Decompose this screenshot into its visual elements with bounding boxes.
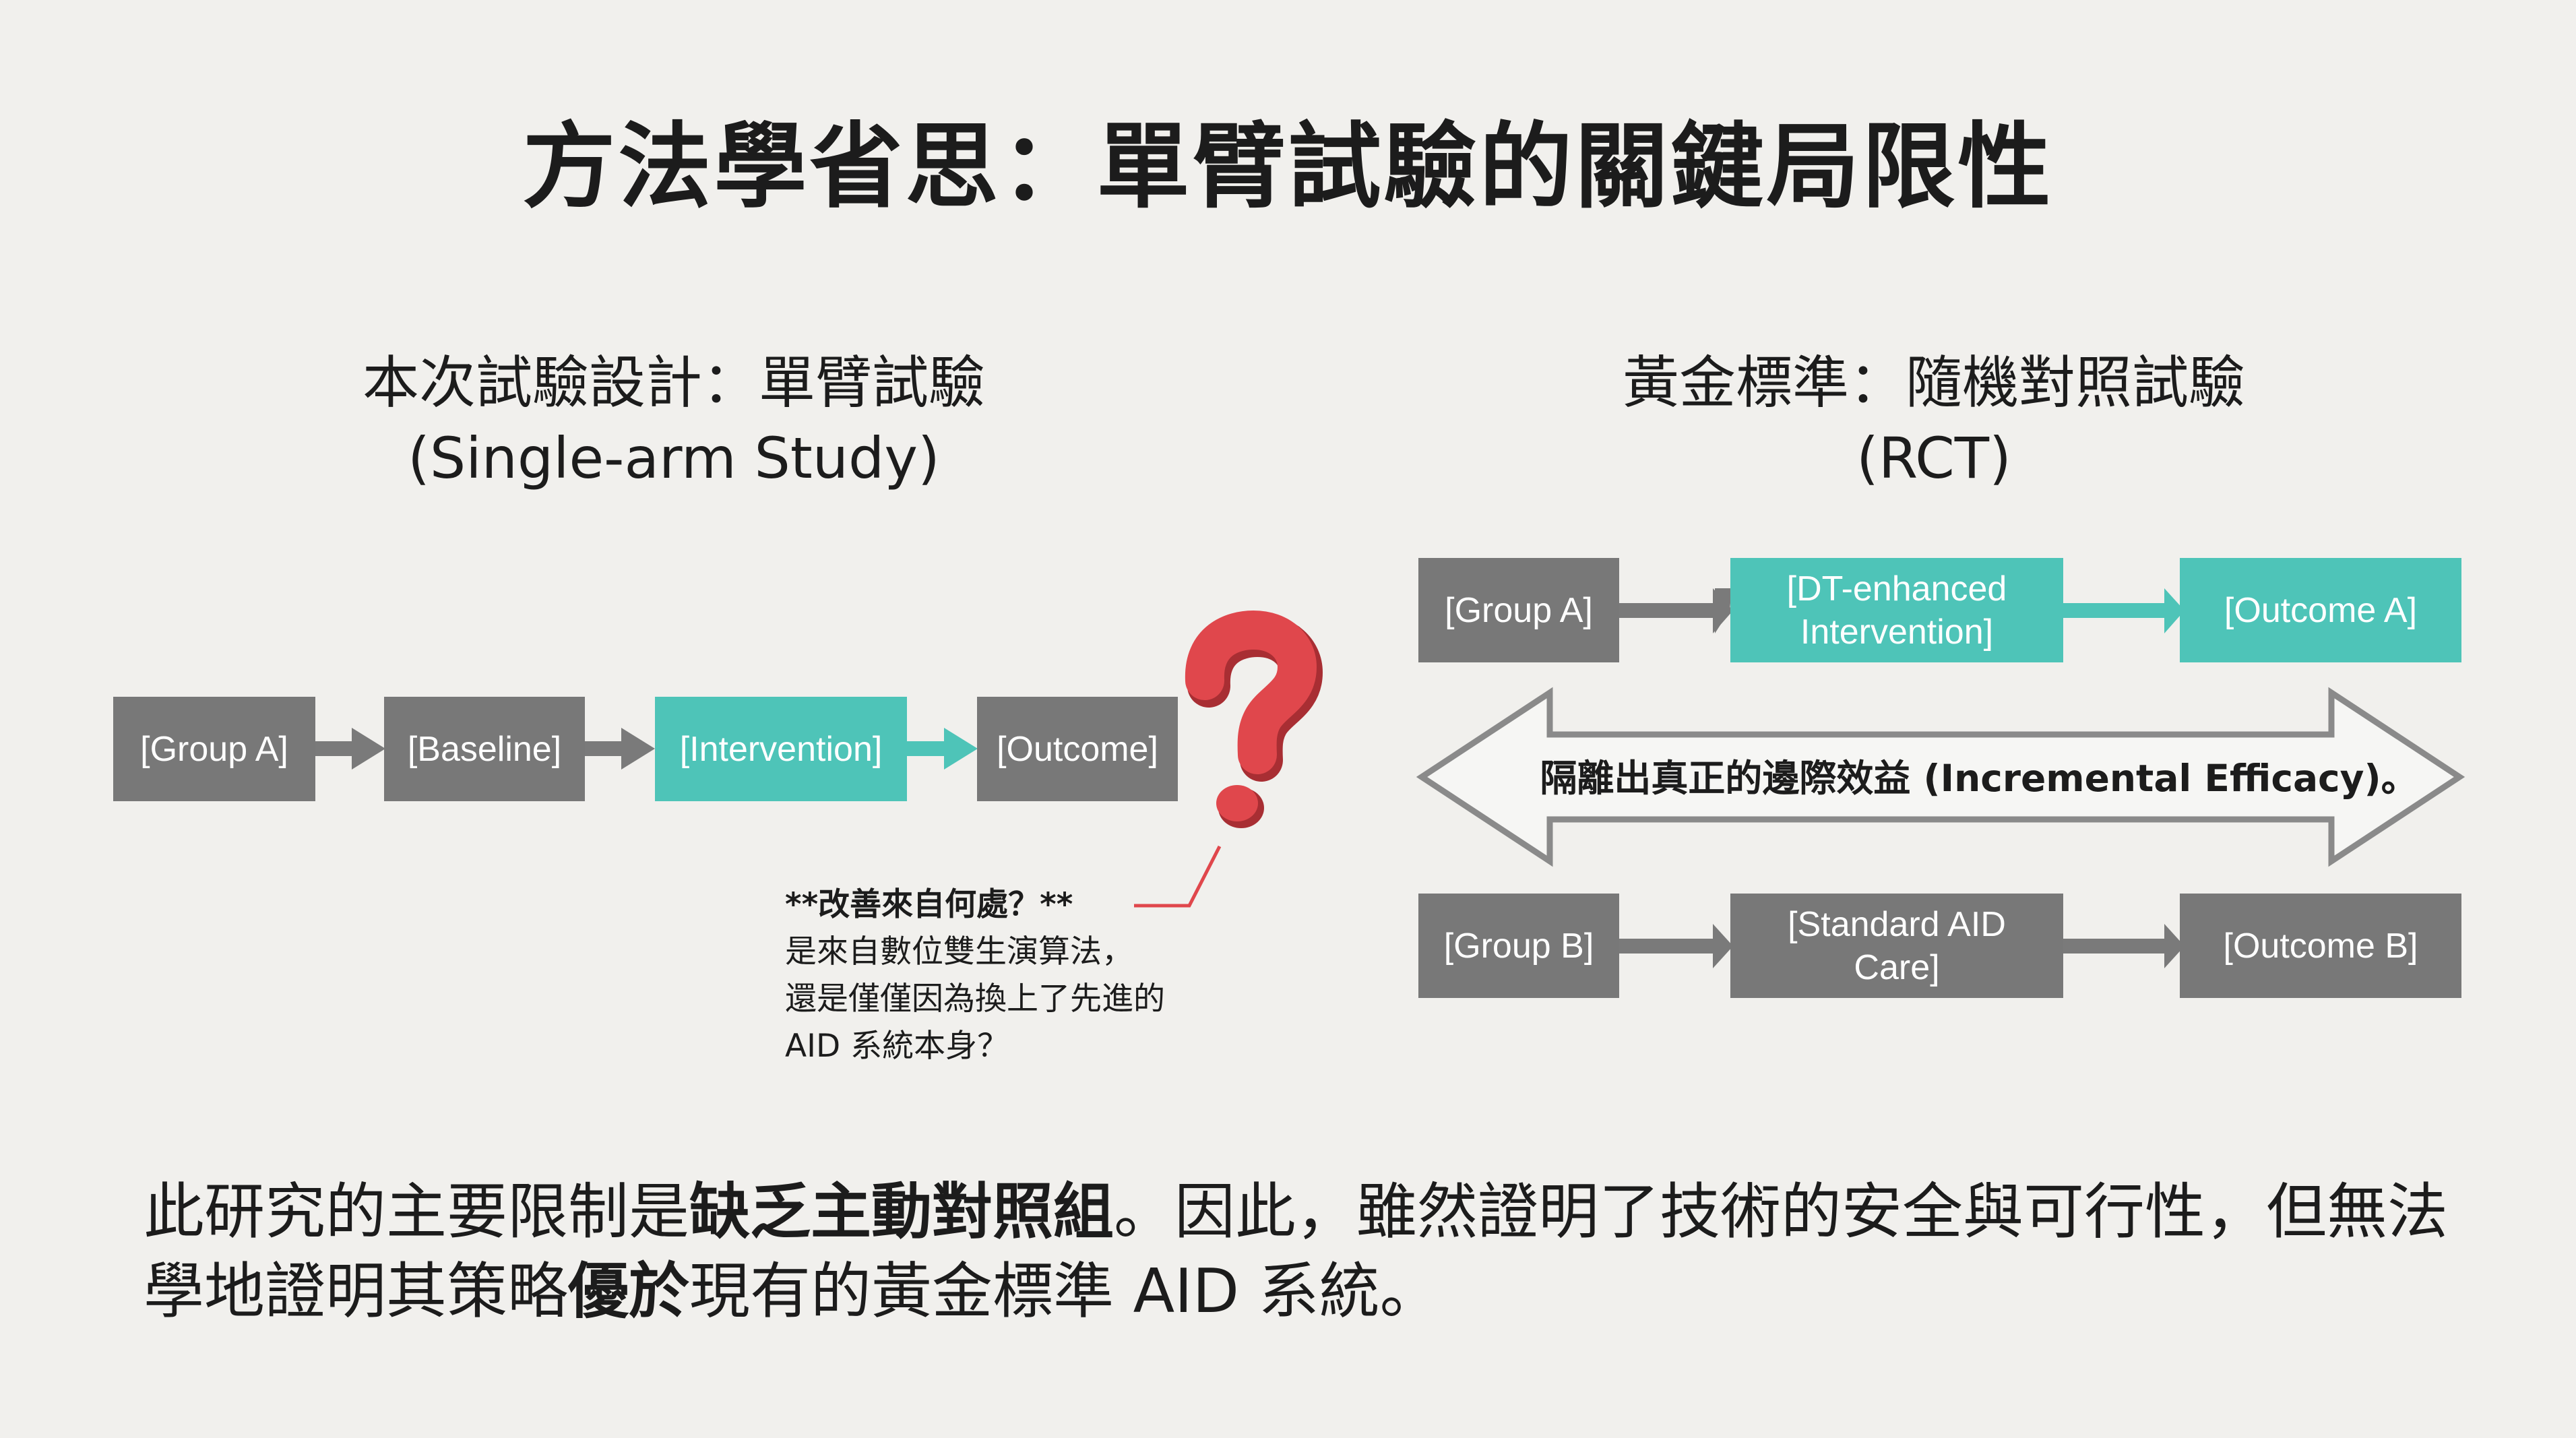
note-connector-line [1134, 845, 1222, 908]
rct-heading-line2: (RCT) [1856, 425, 2011, 491]
note-line-2: 還是僅僅因為換上了先進的 [785, 980, 1165, 1018]
right-arrow-icon [2062, 588, 2185, 633]
outcome-b-box: [Outcome B] [2180, 894, 2461, 998]
single-arm-heading-line2: (Single-arm Study) [408, 425, 940, 491]
standard-care-line2: Care] [1854, 947, 1940, 987]
conclusion-bold2: 優於 [568, 1256, 689, 1327]
outcome-a-box: [Outcome A] [2180, 558, 2461, 662]
page-title: 方法學省思：單臂試驗的關鍵局限性 [522, 113, 2054, 221]
double-arrow-icon [1416, 687, 2465, 867]
outcome-box: [Outcome] [977, 697, 1178, 801]
rct-heading: 黃金標準：隨機對照試驗 (RCT) [1530, 345, 2338, 496]
baseline-box: [Baseline] [384, 697, 585, 801]
note-line-1: 是來自數位雙生演算法， [785, 933, 1133, 970]
rct-heading-line1: 黃金標準：隨機對照試驗 [1622, 350, 2245, 416]
group-a-box: [Group A] [113, 697, 315, 801]
conclusion-part1: 此研究的主要限制是 [144, 1177, 689, 1247]
right-arrow-icon [2062, 924, 2185, 968]
standard-aid-care-box: [Standard AID Care] [1730, 894, 2063, 998]
right-arrow-icon [1619, 588, 1733, 633]
conclusion-part2: 。因此，雖然證明了技術的安全與可行性，但無法學地證明其策略 [144, 1177, 2448, 1327]
right-arrow-icon [584, 728, 655, 770]
dt-intervention-line2: Intervention] [1800, 612, 1994, 652]
single-arm-heading-line1: 本次試驗設計：單臂試驗 [362, 350, 985, 416]
right-arrow-icon [1619, 924, 1733, 968]
question-mark-icon [1185, 610, 1323, 828]
conclusion-text: 此研究的主要限制是缺乏主動對照組。因此，雖然證明了技術的安全與可行性，但無法學地… [144, 1173, 2502, 1332]
dt-intervention-line1: [DT-enhanced [1786, 569, 2007, 608]
right-arrow-icon [315, 728, 385, 770]
single-arm-heading: 本次試驗設計：單臂試驗 (Single-arm Study) [270, 345, 1078, 496]
intervention-box: [Intervention] [655, 697, 907, 801]
conclusion-part3: 現有的黃金標準 AID 系統。 [689, 1256, 1441, 1327]
note-line-3: AID 系統本身？ [785, 1028, 1009, 1065]
rct-group-b-box: [Group B] [1418, 894, 1619, 998]
question-note: **改善來自何處？** 是來自數位雙生演算法， 還是僅僅因為換上了先進的 AID… [785, 881, 1165, 1070]
dt-enhanced-intervention-box: [DT-enhanced Intervention] [1730, 558, 2063, 662]
incremental-efficacy-label: 隔離出真正的邊際效益 (Incremental Efficacy)。 [1540, 757, 2418, 800]
conclusion-bold1: 缺乏主動對照組 [689, 1177, 1114, 1247]
note-title: **改善來自何處？** [785, 886, 1073, 923]
rct-group-a-box: [Group A] [1418, 558, 1619, 662]
standard-care-line1: [Standard AID [1788, 904, 2006, 944]
right-arrow-icon [907, 728, 978, 770]
